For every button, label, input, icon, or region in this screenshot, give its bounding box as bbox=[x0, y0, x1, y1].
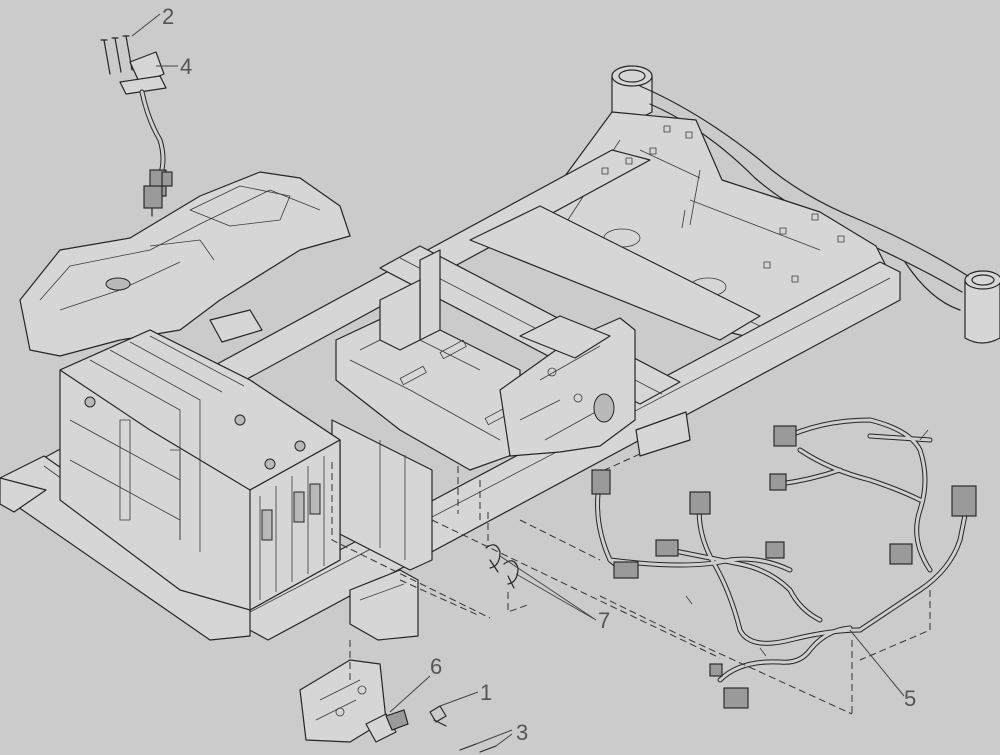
callout-2: 2 bbox=[162, 4, 174, 29]
frame-holes bbox=[601, 125, 845, 283]
callout-4: 4 bbox=[180, 54, 192, 79]
callout-leaders bbox=[131, 13, 905, 747]
harness-connectors bbox=[591, 425, 977, 709]
callout-labels: 2 4 6 1 3 7 5 bbox=[162, 4, 916, 745]
battery-pack bbox=[59, 329, 341, 611]
part-7-clamps bbox=[485, 544, 519, 589]
assembly-dashed-lines bbox=[331, 453, 931, 715]
part-4-switch-assembly bbox=[119, 51, 173, 217]
dashboard-console bbox=[19, 171, 351, 357]
callout-6: 6 bbox=[430, 654, 442, 679]
callout-3: 3 bbox=[516, 720, 528, 745]
part-5-wiring-harness bbox=[591, 417, 977, 709]
part-1-clip bbox=[429, 705, 447, 727]
battery-cells bbox=[69, 335, 325, 600]
callout-1: 1 bbox=[480, 680, 492, 705]
part-2-screws bbox=[100, 35, 133, 75]
callout-5: 5 bbox=[904, 686, 916, 711]
part-3-ties bbox=[459, 743, 497, 753]
callout-7: 7 bbox=[598, 608, 610, 633]
part-6-sensor bbox=[299, 659, 409, 743]
